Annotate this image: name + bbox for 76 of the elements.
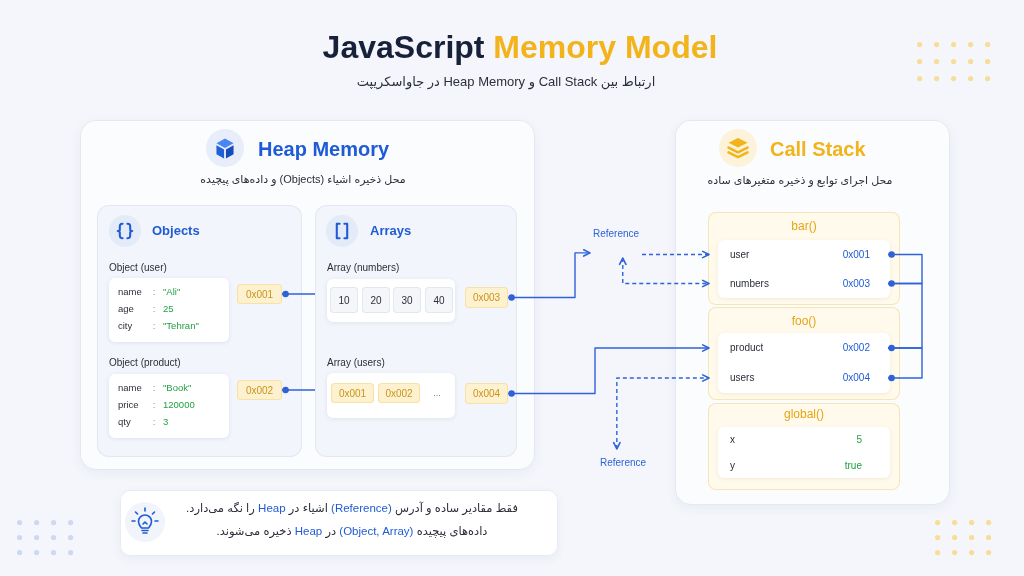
colon: :	[152, 286, 156, 298]
colon: :	[152, 382, 156, 394]
group-title: Objects	[152, 223, 200, 239]
variable-value: true	[844, 459, 862, 472]
variable-value: 0x003	[842, 277, 870, 290]
colon: :	[152, 416, 156, 428]
variable-name: numbers	[730, 277, 769, 290]
panel-title: Call Stack	[770, 137, 866, 161]
property-key: qty	[118, 416, 131, 428]
note-box	[120, 490, 558, 556]
variable-name: y	[730, 459, 735, 472]
variable-value: 5	[856, 434, 862, 446]
group-title: Arrays	[370, 223, 412, 239]
array-cell: 30	[393, 287, 421, 313]
property-key: name	[118, 382, 142, 394]
ellipsis: ...	[433, 387, 441, 399]
arrow	[612, 374, 710, 450]
connector-line	[281, 290, 316, 298]
title: JavaScript Memory Model	[322, 27, 718, 67]
arrow	[507, 344, 710, 397]
variable-name: x	[730, 434, 735, 446]
connector-line	[887, 344, 923, 382]
stack-frame	[708, 212, 900, 305]
variable-name: users	[730, 372, 755, 384]
colon: :	[152, 399, 156, 411]
object-label: Object (product)	[109, 357, 181, 369]
property-key: name	[118, 286, 142, 298]
arrow	[641, 250, 710, 259]
property-value: "Tehran"	[163, 320, 199, 332]
stack-frame	[708, 307, 900, 400]
variable-value: 0x004	[842, 372, 870, 384]
frame-label: bar()	[791, 218, 817, 234]
panel	[675, 120, 950, 505]
property-value: 25	[163, 303, 174, 315]
array-label: Array (numbers)	[327, 262, 400, 274]
colon: :	[152, 320, 156, 332]
connector-line	[887, 251, 923, 285]
arrow	[618, 257, 710, 288]
variable-value: 0x001	[842, 248, 870, 261]
frame-label: global()	[784, 406, 824, 422]
property-key: price	[118, 399, 139, 411]
property-value: 120000	[163, 399, 195, 411]
variable-name: user	[730, 248, 750, 261]
panel-subtitle: محل ذخیره اشیاء (Objects) و داده‌های پیچیده	[200, 173, 406, 187]
property-key: age	[118, 303, 134, 315]
reference-label: Reference	[592, 228, 640, 240]
group-panel	[315, 205, 517, 457]
arrow	[507, 248, 591, 301]
property-value: "Ali"	[163, 286, 181, 298]
array-cell: 10	[330, 287, 358, 313]
property-value: 3	[163, 416, 169, 428]
colon: :	[152, 303, 156, 315]
address-tag: 0x001	[237, 284, 282, 304]
connector-line	[281, 386, 316, 394]
panel	[80, 120, 535, 470]
address-tag: 0x003	[465, 287, 508, 308]
array-cell: 20	[362, 287, 390, 313]
array-label: Array (users)	[327, 357, 385, 369]
array-cell: 40	[425, 287, 453, 313]
reference-label: Reference	[599, 457, 647, 469]
frame-label: foo()	[791, 313, 817, 329]
address-cell: 0x001	[331, 383, 374, 403]
subtitle: ارتباط بین Call Stack و Heap Memory در جاواسکریپت	[356, 74, 656, 90]
variable-value: 0x002	[842, 342, 870, 354]
object-label: Object (user)	[109, 262, 167, 274]
connector-line	[887, 280, 923, 349]
property-key: city	[118, 320, 133, 332]
address-cell: 0x002	[378, 383, 420, 403]
property-value: "Book"	[163, 382, 192, 394]
variable-name: product	[730, 342, 764, 354]
group-panel	[97, 205, 302, 457]
panel-title: Heap Memory	[258, 137, 390, 161]
stack-frame	[708, 403, 900, 490]
address-tag: 0x004	[465, 383, 508, 404]
address-tag: 0x002	[237, 380, 282, 400]
panel-subtitle: محل اجرای توابع و ذخیره متغیرهای ساده	[707, 174, 893, 188]
